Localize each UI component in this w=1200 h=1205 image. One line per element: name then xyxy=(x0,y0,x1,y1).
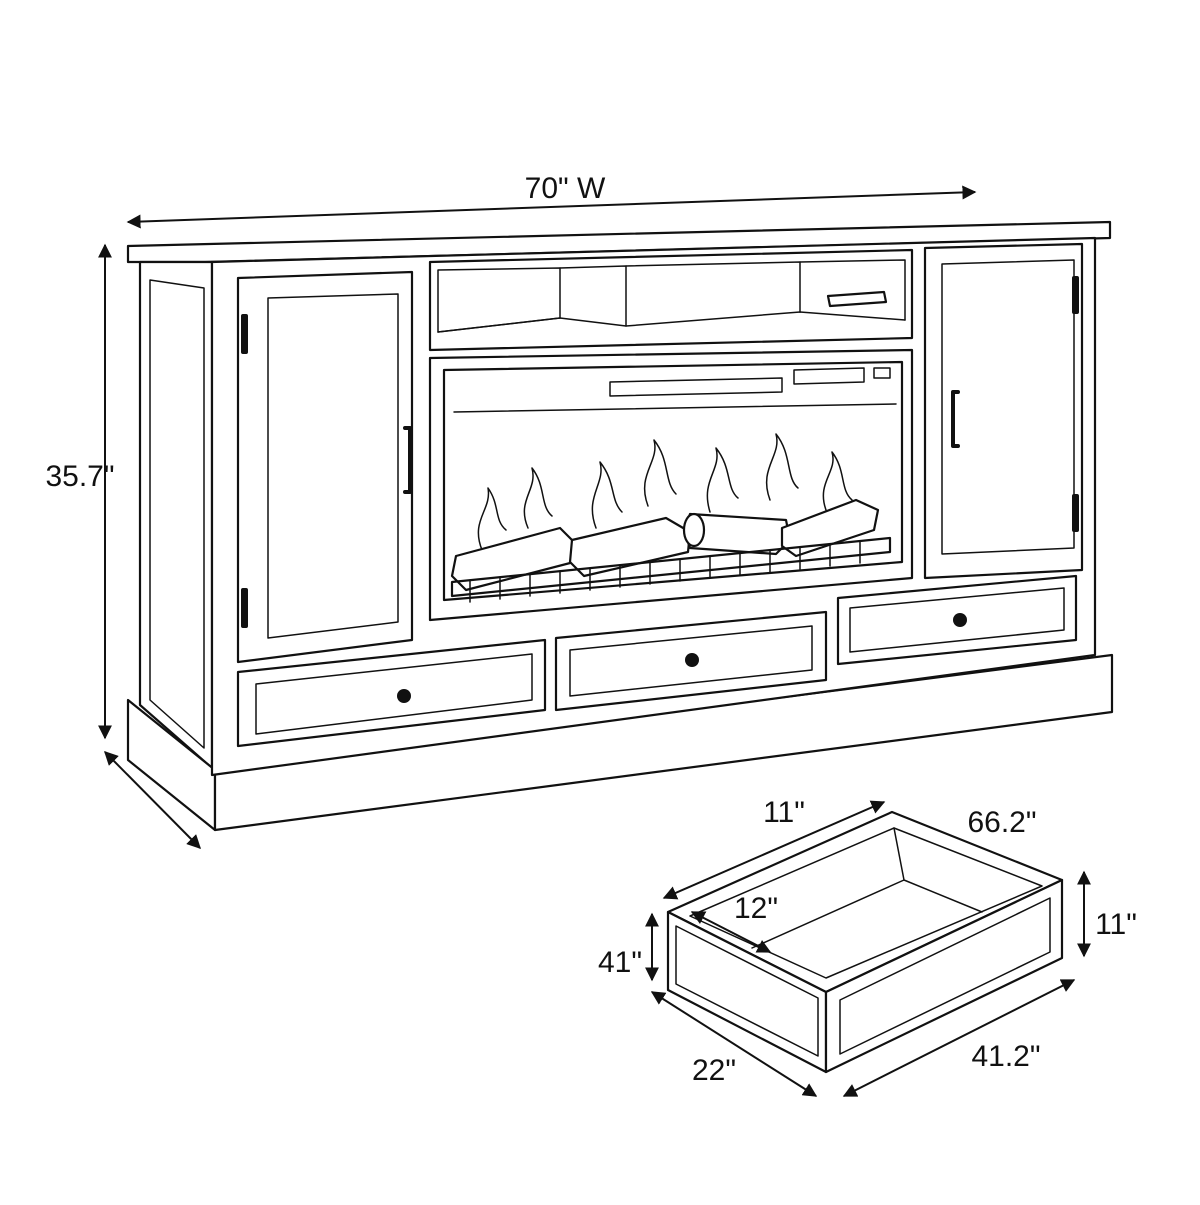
left-door-upper-hinge xyxy=(241,314,248,354)
drawer-width-label: 41.2" xyxy=(971,1040,1040,1073)
fireplace-grate xyxy=(450,536,892,603)
depth-dimension xyxy=(104,751,201,849)
left-door-handle-icon[interactable] xyxy=(403,426,412,494)
drawer-dimensions: 11" 66.2" 12" 41" 11" 22" 41.2" xyxy=(598,796,1137,1097)
drawer-right[interactable] xyxy=(836,574,1078,666)
left-door[interactable] xyxy=(236,270,414,664)
log-icon xyxy=(450,498,880,592)
drawer-top-right-label: 66.2" xyxy=(967,806,1036,839)
drawer-right-knob-icon[interactable] xyxy=(953,613,967,627)
right-door-handle-icon[interactable] xyxy=(951,390,960,448)
width-label: 70" W xyxy=(525,172,606,205)
width-dimension: 70" W xyxy=(126,172,977,229)
height-label: 35.7" xyxy=(45,460,114,493)
electric-fireplace-insert xyxy=(428,348,914,622)
fireplace-vent-slot xyxy=(609,377,783,397)
drawer-side-height-label: 11" xyxy=(1095,908,1137,941)
drawer-depth-label: 22" xyxy=(692,1054,736,1087)
height-dimension: 35.7" xyxy=(45,243,115,740)
cabinet-left-side xyxy=(138,260,214,770)
right-door-lower-hinge xyxy=(1072,494,1079,532)
drawer-center-knob-icon[interactable] xyxy=(685,653,699,667)
drawer-inner-label: 12" xyxy=(734,892,778,925)
remote-device-icon xyxy=(826,290,888,308)
drawer-front-height-label: 41" xyxy=(598,946,642,979)
drawer-top-left-label: 11" xyxy=(763,796,805,829)
drawer-left-knob-icon[interactable] xyxy=(397,689,411,703)
fireplace-control-panel xyxy=(793,367,865,385)
drawer-center[interactable] xyxy=(554,610,828,712)
left-door-lower-hinge xyxy=(241,588,248,628)
open-shelf xyxy=(428,248,914,352)
tv-stand-cabinet xyxy=(126,220,1114,832)
right-door[interactable] xyxy=(923,242,1084,580)
drawer-left[interactable] xyxy=(236,638,547,748)
drawer-detail xyxy=(666,810,1064,1074)
right-door-upper-hinge xyxy=(1072,276,1079,314)
flame-icon xyxy=(477,433,853,551)
